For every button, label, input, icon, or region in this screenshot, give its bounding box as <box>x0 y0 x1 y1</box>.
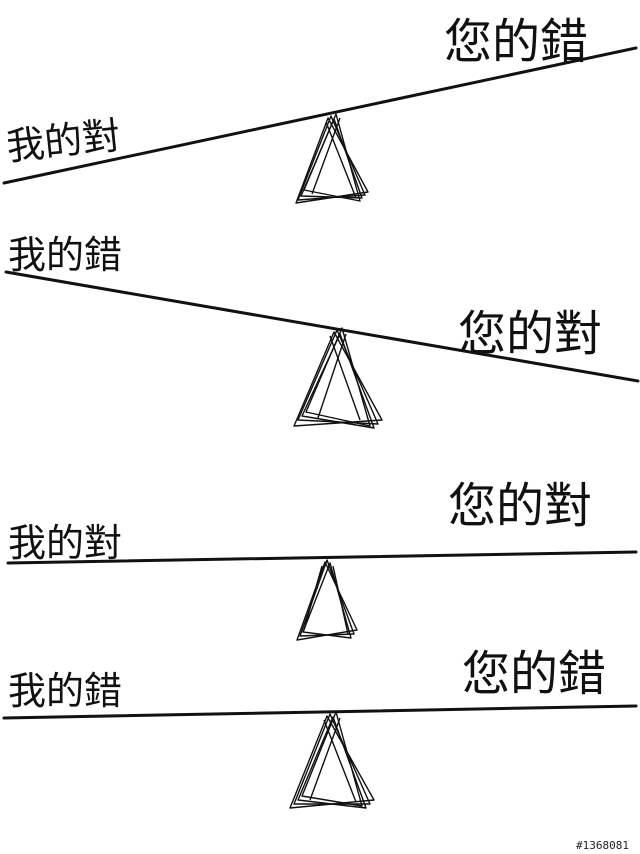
fulcrum-triangle <box>289 711 375 809</box>
right-label: 您的對 <box>448 478 592 534</box>
seesaw-beam <box>2 46 638 185</box>
watermark: #1368081 <box>576 839 629 852</box>
seesaw-panel-4: 您的錯 我的錯 <box>2 646 638 809</box>
right-label: 您的錯 <box>444 14 588 70</box>
seesaw-panel-2: 我的錯 您的對 <box>4 233 640 429</box>
right-label: 您的錯 <box>462 646 606 702</box>
fulcrum-triangle <box>296 559 358 641</box>
left-label: 我的錯 <box>8 669 122 713</box>
seesaw-beam <box>6 550 638 565</box>
seesaw-beam <box>2 704 638 720</box>
seesaw-beam <box>4 270 640 383</box>
left-label: 我的錯 <box>8 233 122 277</box>
seesaw-panel-1: 您的錯 我的對 <box>2 14 638 204</box>
fulcrum-triangle <box>295 113 369 204</box>
seesaw-panel-3: 您的對 我的對 <box>6 478 638 641</box>
fulcrum-triangle <box>293 327 383 429</box>
left-label: 我的對 <box>8 521 122 565</box>
